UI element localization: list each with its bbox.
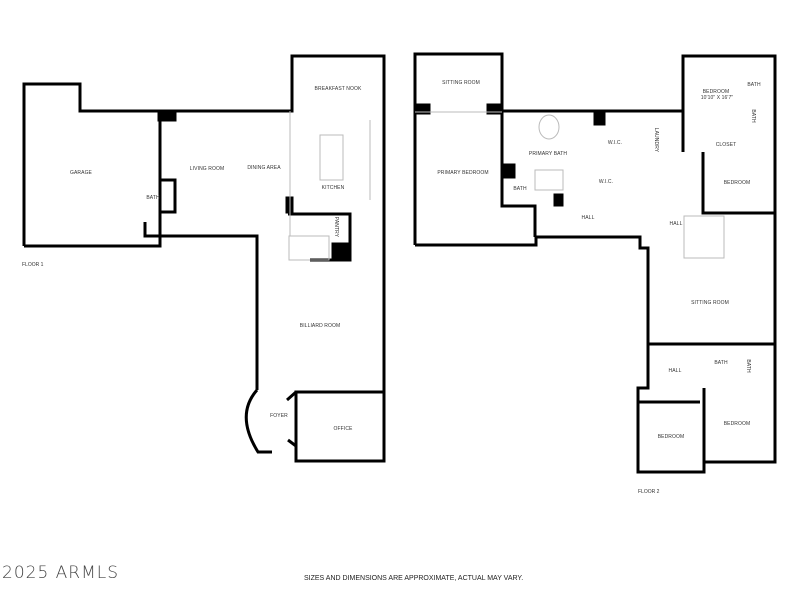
room-hall-3: HALL [668,368,682,374]
room-breakfast-nook: BREAKFAST NOOK [314,86,362,92]
room-bath-4: BATH [714,360,728,366]
floor-1-label: FLOOR 1 [22,262,44,268]
room-bath-1: BATH [146,195,160,201]
room-pantry: PANTRY [333,216,339,238]
watermark: 2025 ARMLS [2,563,120,583]
room-hall-1: HALL [581,215,595,221]
room-primary-bath: PRIMARY BATH [528,151,568,157]
room-wic-2: W.I.C. [598,179,614,185]
room-hall-2: HALL [669,221,683,227]
room-sitting-lower: SITTING ROOM [691,300,729,306]
room-bedroom-1-dimensions: 10'10" X 16'7" [700,95,734,101]
room-bath-5: BATH [745,359,751,373]
room-primary-bedroom: PRIMARY BEDROOM [437,170,489,176]
room-bedroom-2: BEDROOM [723,180,751,186]
room-laundry: LAUNDRY [653,127,659,153]
room-wic-1: W.I.C. [607,140,623,146]
room-bedroom-4: BEDROOM [657,434,685,440]
room-foyer: FOYER [270,413,288,419]
room-bath-primary-wc: BATH [513,186,527,192]
room-kitchen: KITCHEN [321,185,345,191]
disclaimer: SIZES AND DIMENSIONS ARE APPROXIMATE, AC… [304,575,524,582]
room-living: LIVING ROOM [189,166,225,172]
room-closet: CLOSET [715,142,737,148]
room-bedroom-3: BEDROOM [723,421,751,427]
room-bedroom-1: BEDROOM [702,89,730,95]
room-sitting-upper: SITTING ROOM [442,80,480,86]
room-garage: GARAGE [70,170,92,176]
room-dining: DINING AREA [247,165,281,171]
room-bath-3: BATH [750,109,756,123]
room-office: OFFICE [333,426,353,432]
room-bath-2: BATH [747,82,761,88]
floor-2-label: FLOOR 2 [638,489,660,495]
room-billiard: BILLIARD ROOM [299,323,341,329]
